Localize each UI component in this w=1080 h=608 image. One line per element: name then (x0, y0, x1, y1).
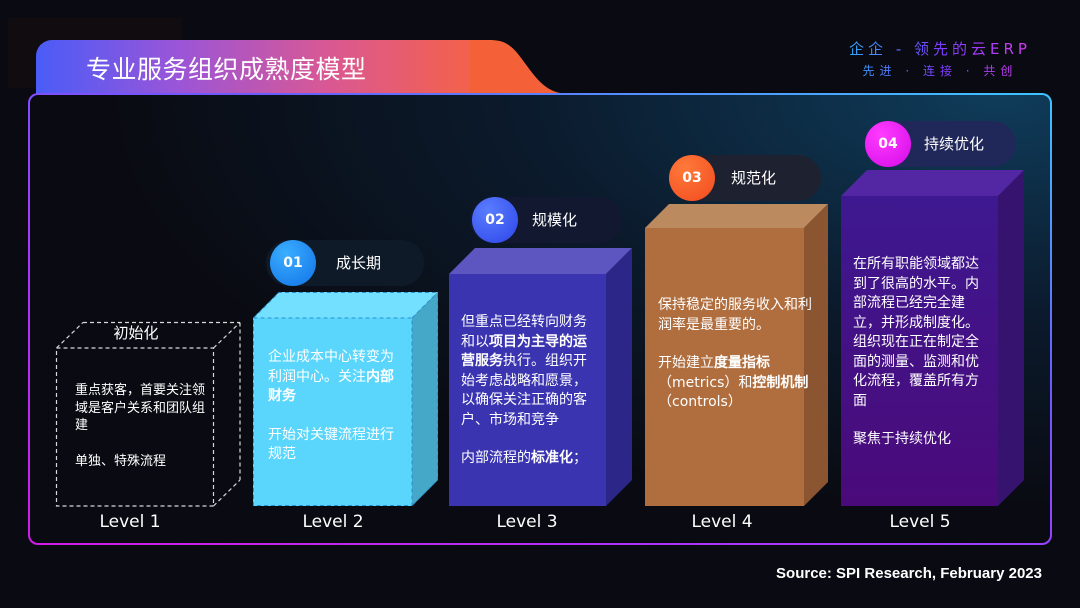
level-3-box (449, 248, 632, 506)
level-5-para-1: 在所有职能领域都达到了很高的水平。内部流程已经完全建立，并形成制度化。组织现在正… (853, 256, 979, 409)
level-4-badge: 03 (669, 155, 715, 201)
level-2-badge: 01 (270, 240, 316, 286)
level-2-stage-pill: 01 成长期 (266, 240, 424, 286)
level-4-description: 保持稳定的服务收入和利润率是最重要的。 开始建立度量指标（metrics）和控制… (658, 296, 816, 413)
level-5-badge: 04 (865, 121, 911, 167)
level-2-description: 企业成本中心转变为利润中心。关注内部财务 开始对关键流程进行规范 (268, 348, 400, 465)
page-title: 专业服务组织成熟度模型 (86, 55, 367, 84)
level-3-para-2: 内部流程的标准化； (461, 450, 587, 466)
source-citation: Source: SPI Research, February 2023 (776, 565, 1042, 582)
level-1-para-2: 单独、特殊流程 (75, 453, 167, 469)
level-4-para-2: 开始建立度量指标（metrics）和控制机制（controls） (658, 355, 809, 410)
cube-level-4-icon (645, 204, 828, 506)
title-banner-curve (470, 40, 570, 94)
title-banner (36, 40, 506, 94)
wireframe-cube-icon (55, 321, 241, 507)
level-2-box (253, 292, 438, 506)
cube-level-2-icon (253, 292, 438, 506)
level-5-description: 在所有职能领域都达到了很高的水平。内部流程已经完全建立，并形成制度化。组织现在正… (853, 255, 987, 450)
level-4-label: Level 4 (691, 512, 753, 532)
brand-tagline: 先进 · 连接 · 共创 (840, 62, 1040, 79)
level-1-box (55, 321, 242, 508)
level-1-para-1: 重点获客，首要关注领域是客户关系和团队组建 (75, 383, 206, 433)
level-1-stage-title: 初始化 (113, 324, 159, 342)
level-4-stage-pill: 03 规范化 (669, 155, 821, 201)
level-3-description: 但重点已经转向财务和以项目为主导的运营服务执行。组织开始考虑战略和愿景，以确保关… (461, 313, 595, 469)
cube-level-3-icon (449, 248, 632, 506)
level-4-para-1: 保持稳定的服务收入和利润率是最重要的。 (658, 297, 812, 333)
level-2-label: Level 2 (302, 512, 364, 532)
level-4-box (645, 204, 828, 506)
level-2-stage-title: 成长期 (336, 254, 382, 272)
level-3-label: Level 3 (496, 512, 558, 532)
level-5-label: Level 5 (889, 512, 951, 532)
level-1-description: 重点获客，首要关注领域是客户关系和团队组建 单独、特殊流程 (75, 382, 207, 470)
level-5-box (841, 170, 1024, 506)
brand-slogan: 企企 - 领先的云ERP (840, 38, 1040, 59)
level-3-stage-title: 规模化 (532, 211, 578, 229)
level-5-stage-title: 持续优化 (924, 135, 985, 153)
level-3-badge: 02 (472, 197, 518, 243)
level-2-para-1: 企业成本中心转变为利润中心。关注内部财务 (268, 349, 394, 404)
brand-logo: 企企 - 领先的云ERP 先进 · 连接 · 共创 (840, 38, 1040, 79)
level-5-para-2: 聚焦于持续优化 (853, 431, 951, 447)
level-1-label: Level 1 (99, 512, 161, 532)
level-2-para-2: 开始对关键流程进行规范 (268, 426, 394, 463)
level-5-stage-pill: 04 持续优化 (864, 121, 1016, 167)
cube-level-5-icon (841, 170, 1024, 506)
level-3-para-1: 但重点已经转向财务和以项目为主导的运营服务执行。组织开始考虑战略和愿景，以确保关… (461, 314, 587, 428)
level-3-stage-pill: 02 规模化 (470, 197, 622, 243)
level-4-stage-title: 规范化 (731, 169, 777, 187)
